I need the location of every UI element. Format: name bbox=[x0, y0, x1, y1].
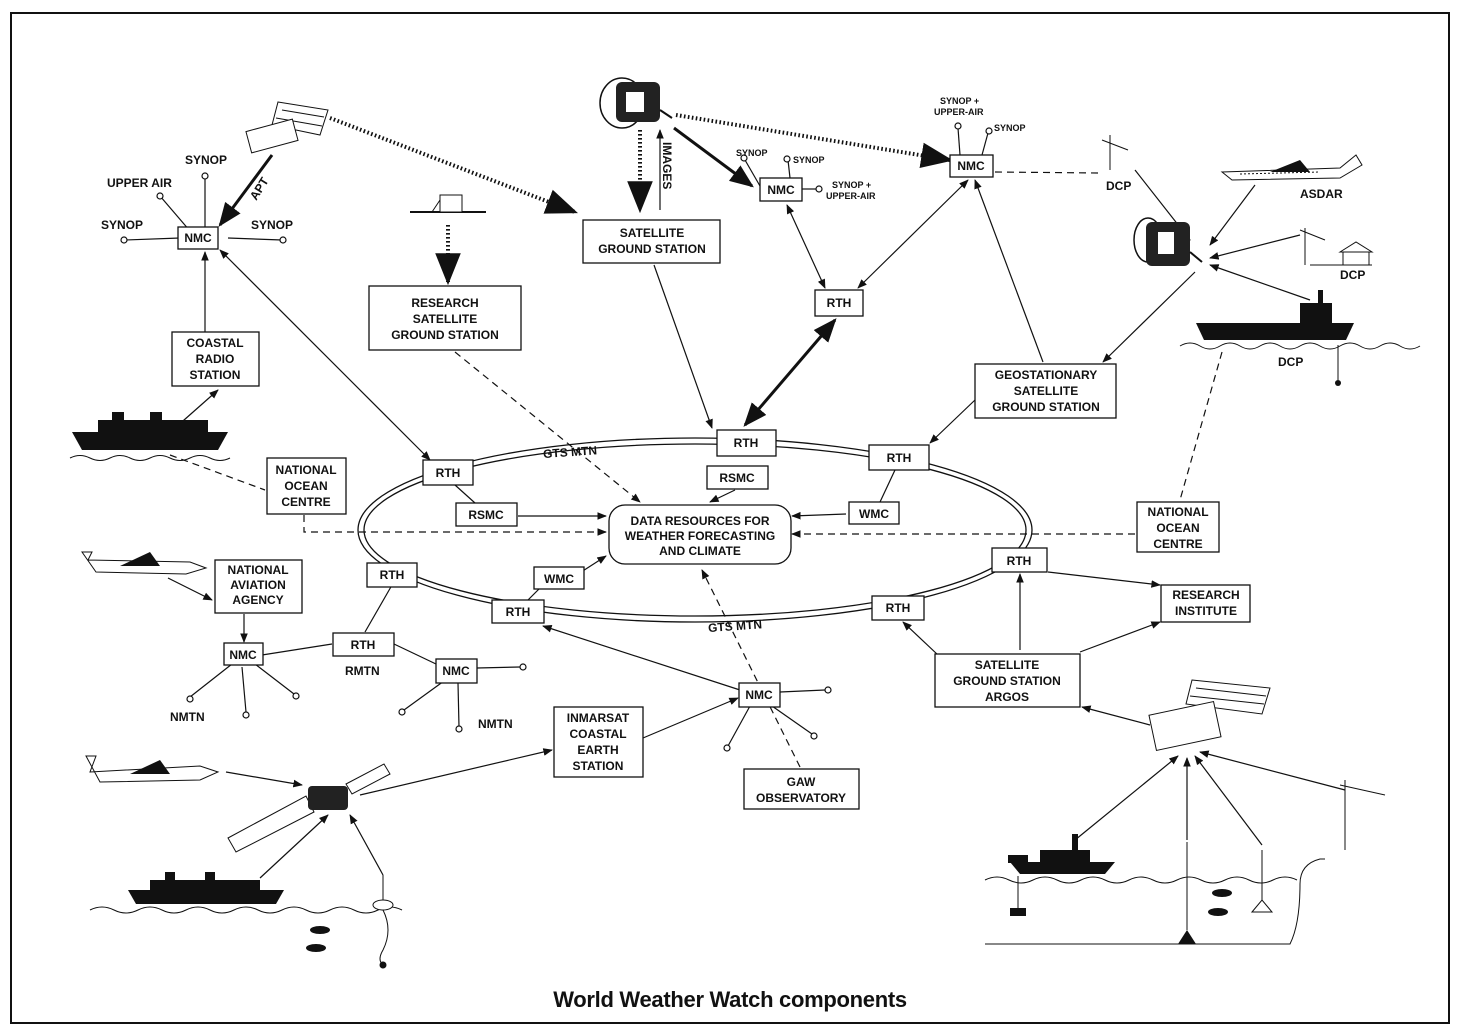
dcp-label: DCP bbox=[1278, 355, 1303, 369]
apt-label: APT bbox=[247, 174, 272, 202]
rsmc-node: RSMC bbox=[468, 508, 504, 522]
station-dots bbox=[120, 122, 993, 752]
rth-node: RTH bbox=[1007, 554, 1032, 568]
node-texts: NMC NMC NMC RTH RTH RSMC RTH RSMC RTH WM… bbox=[184, 159, 1031, 702]
asdar-aircraft-icon bbox=[1220, 154, 1363, 181]
nmc-node: NMC bbox=[745, 688, 773, 702]
rth-node: RTH bbox=[506, 605, 531, 619]
dcp-label: DCP bbox=[1106, 179, 1131, 193]
rth-node: RTH bbox=[351, 638, 376, 652]
node-boxes bbox=[177, 154, 1048, 708]
nmc-node: NMC bbox=[442, 664, 470, 678]
fish-bottom-left-icon bbox=[306, 926, 330, 952]
nmc-node: NMC bbox=[767, 183, 795, 197]
nmc-node: NMC bbox=[184, 231, 212, 245]
synop-upper-air-label: SYNOP +UPPER-AIR bbox=[826, 180, 876, 201]
nmtn-label: NMTN bbox=[170, 710, 205, 724]
satellite-to-nmc-link bbox=[673, 126, 754, 188]
rth-node: RTH bbox=[887, 451, 912, 465]
aircraft-left-icon bbox=[81, 551, 208, 575]
synop-label: SYNOP bbox=[736, 148, 768, 158]
dashed-connections bbox=[169, 171, 1223, 768]
diagram-frame bbox=[10, 12, 1450, 1024]
synop-label: SYNOP bbox=[251, 218, 293, 232]
polar-satellite-icon bbox=[245, 101, 329, 154]
wmc-node: WMC bbox=[859, 507, 889, 521]
images-label: IMAGES bbox=[660, 142, 674, 189]
rsmc-node: RSMC bbox=[719, 471, 755, 485]
rth-node: RTH bbox=[380, 568, 405, 582]
geostationary-satellite-icon bbox=[599, 77, 673, 129]
free-labels: SYNOP UPPER AIR SYNOP SYNOP APT IMAGES D… bbox=[101, 142, 1365, 731]
synop-upper-air-label: SYNOP +UPPER-AIR bbox=[934, 96, 984, 117]
synop-label: SYNOP bbox=[793, 155, 825, 165]
dcp-antenna-icon bbox=[1101, 135, 1129, 170]
small-labels: SYNOP SYNOP SYNOP +UPPER-AIR SYNOP +UPPE… bbox=[736, 96, 1026, 201]
boxes bbox=[171, 219, 1251, 810]
gts-mtn-ring bbox=[357, 437, 1033, 623]
dcp-label: DCP bbox=[1340, 268, 1365, 282]
rth-node: RTH bbox=[886, 601, 911, 615]
ship-bottom-right-icon bbox=[984, 780, 1386, 945]
argos-satellite-icon bbox=[1148, 679, 1271, 752]
nmtn-label: NMTN bbox=[478, 717, 513, 731]
nmc-node: NMC bbox=[229, 648, 257, 662]
nmc-node: NMC bbox=[957, 159, 985, 173]
rth-node: RTH bbox=[734, 436, 759, 450]
geostationary-satellite-right-icon bbox=[1133, 217, 1203, 266]
buoy-bottom-icon bbox=[372, 875, 394, 969]
dotted-satellite-links bbox=[329, 113, 954, 286]
ship-dcp-icon bbox=[1179, 290, 1421, 386]
diagram-caption: World Weather Watch components bbox=[553, 987, 907, 1012]
upper-air-label: UPPER AIR bbox=[107, 176, 172, 190]
house-dcp-icon bbox=[1299, 228, 1374, 266]
connections bbox=[124, 127, 1346, 879]
asdar-label: ASDAR bbox=[1300, 187, 1343, 201]
aircraft-bottom-icon bbox=[85, 755, 220, 783]
inmarsat-satellite-icon bbox=[227, 763, 391, 853]
synop-label: SYNOP bbox=[101, 218, 143, 232]
rth-node: RTH bbox=[436, 466, 461, 480]
ship-bottom-icon bbox=[89, 872, 403, 914]
rth-node: RTH bbox=[827, 296, 852, 310]
research-ground-station-icon bbox=[410, 194, 486, 213]
ship-left-icon bbox=[69, 412, 231, 461]
synop-label: SYNOP bbox=[185, 153, 227, 167]
wmc-node: WMC bbox=[544, 572, 574, 586]
gts-mtn-label: GTS MTN bbox=[708, 617, 763, 635]
gts-mtn-label: GTS MTN bbox=[543, 443, 598, 461]
synop-label: SYNOP bbox=[994, 123, 1026, 133]
rmtn-label: RMTN bbox=[345, 664, 380, 678]
